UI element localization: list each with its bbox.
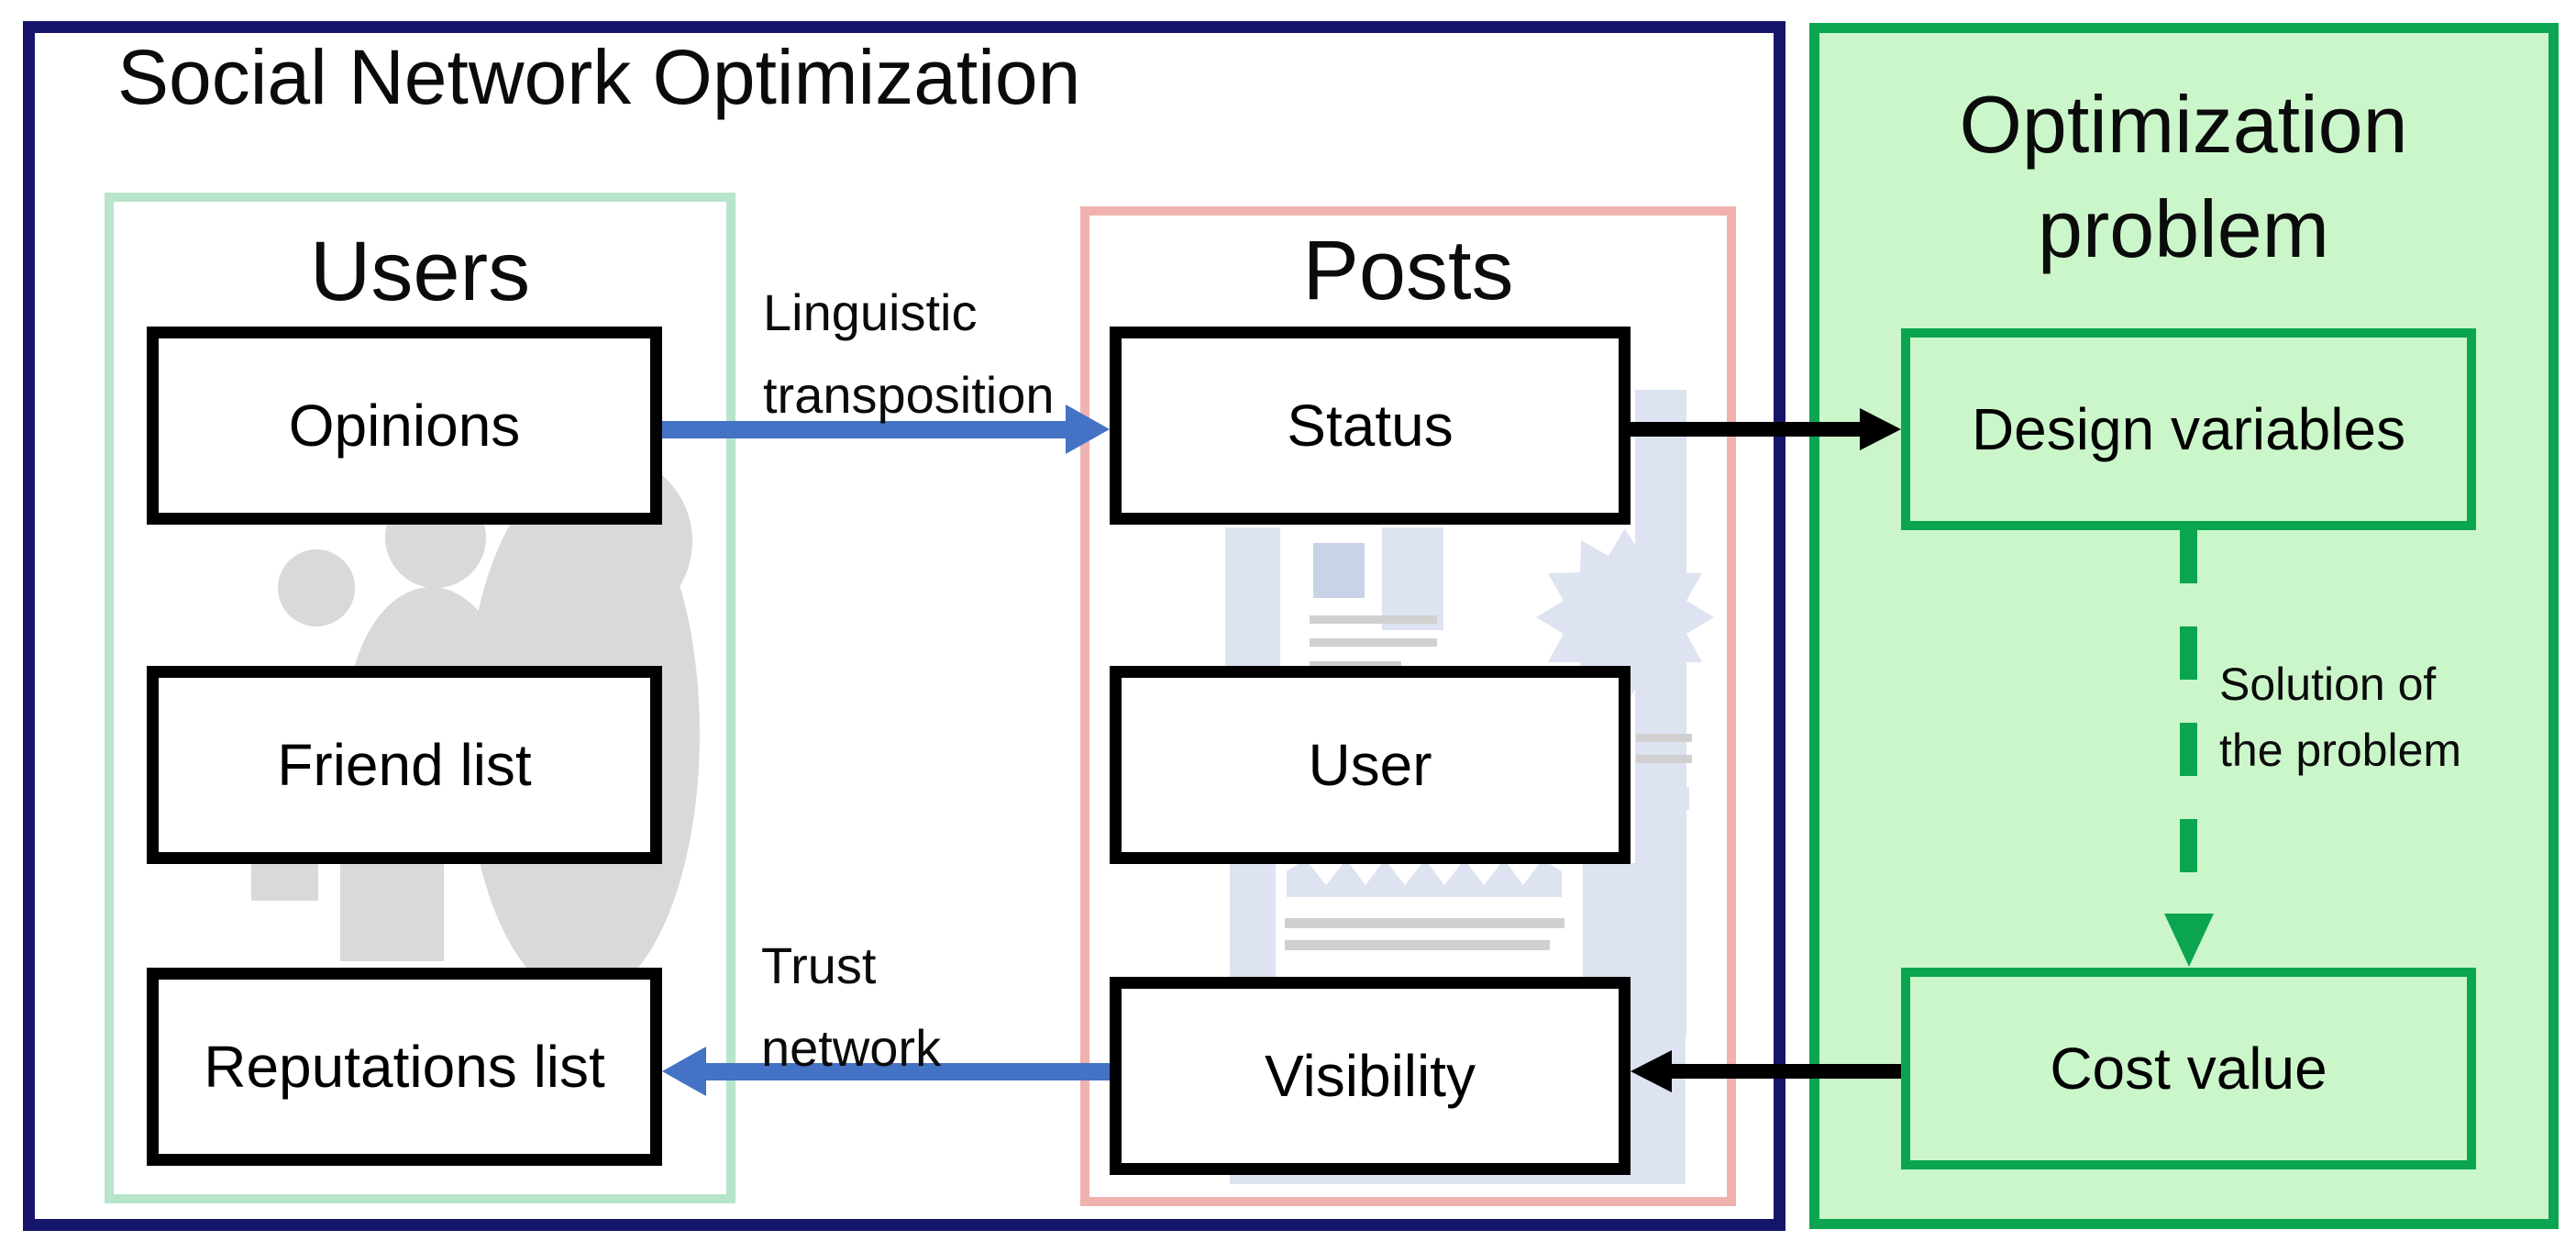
- user-box: User: [1110, 666, 1631, 864]
- post-photo-icon: [1313, 543, 1365, 598]
- social-network-frame: [23, 21, 1786, 1231]
- post-card-block-icon: [1642, 787, 1689, 810]
- arrow-shaft: [1631, 422, 1860, 437]
- diagram-title: Social Network Optimization: [117, 34, 1081, 120]
- visibility-box-label: Visibility: [1265, 1043, 1476, 1109]
- status-box-label: Status: [1287, 393, 1454, 459]
- trust-network-label: Trust network: [761, 936, 942, 1077]
- post-card-block-icon: [1382, 527, 1443, 630]
- user-box-label: User: [1308, 732, 1432, 798]
- visibility-box: Visibility: [1110, 977, 1631, 1175]
- dashed-arrow-shaft: [2180, 530, 2197, 914]
- arrow-shaft: [662, 421, 1066, 438]
- posts-panel: Posts Status User Visibility: [1080, 206, 1736, 1206]
- linguistic-transposition-label: Linguistic transposition: [763, 283, 1055, 424]
- friend-list-box-label: Friend list: [277, 732, 532, 798]
- cost-value-box-label: Cost value: [2050, 1036, 2327, 1102]
- arrow-shaft: [706, 1063, 1110, 1080]
- post-text-lines-icon: [1636, 734, 1692, 763]
- posts-panel-heading: Posts: [1302, 224, 1514, 317]
- person-body-block-icon: [340, 855, 444, 961]
- status-box: Status: [1110, 327, 1631, 525]
- arrow-shaft: [1672, 1064, 1901, 1079]
- optimization-problem-panel: Optimization problem Design variables Co…: [1809, 23, 2559, 1229]
- arrow-head-left-icon: [662, 1047, 706, 1096]
- arrow-head-left-icon: [1631, 1050, 1672, 1092]
- reputations-list-box: Reputations list: [147, 968, 662, 1166]
- arrow-head-right-icon: [1860, 408, 1901, 450]
- users-panel: Users Opinions Friend list Reputations l…: [105, 193, 735, 1203]
- optimization-panel-heading: Optimization problem: [1959, 79, 2408, 274]
- reputations-list-box-label: Reputations list: [204, 1034, 605, 1100]
- person-head-small-icon: [278, 549, 355, 626]
- zigzag-banner-icon: [1287, 859, 1562, 897]
- post-text-lines-icon: [1285, 918, 1564, 950]
- friend-list-box: Friend list: [147, 666, 662, 864]
- starburst-icon: [1536, 528, 1714, 706]
- opinions-box-label: Opinions: [288, 393, 521, 459]
- opinions-box: Opinions: [147, 327, 662, 525]
- arrow-head-right-icon: [1066, 404, 1110, 454]
- solution-of-the-problem-label: Solution of the problem: [2219, 659, 2462, 776]
- design-variables-box: Design variables: [1901, 328, 2476, 530]
- post-text-lines-icon: [1310, 615, 1437, 670]
- arrow-head-down-icon: [2164, 914, 2214, 967]
- cost-value-box: Cost value: [1901, 968, 2476, 1169]
- users-panel-heading: Users: [309, 225, 531, 318]
- design-variables-box-label: Design variables: [1971, 396, 2406, 462]
